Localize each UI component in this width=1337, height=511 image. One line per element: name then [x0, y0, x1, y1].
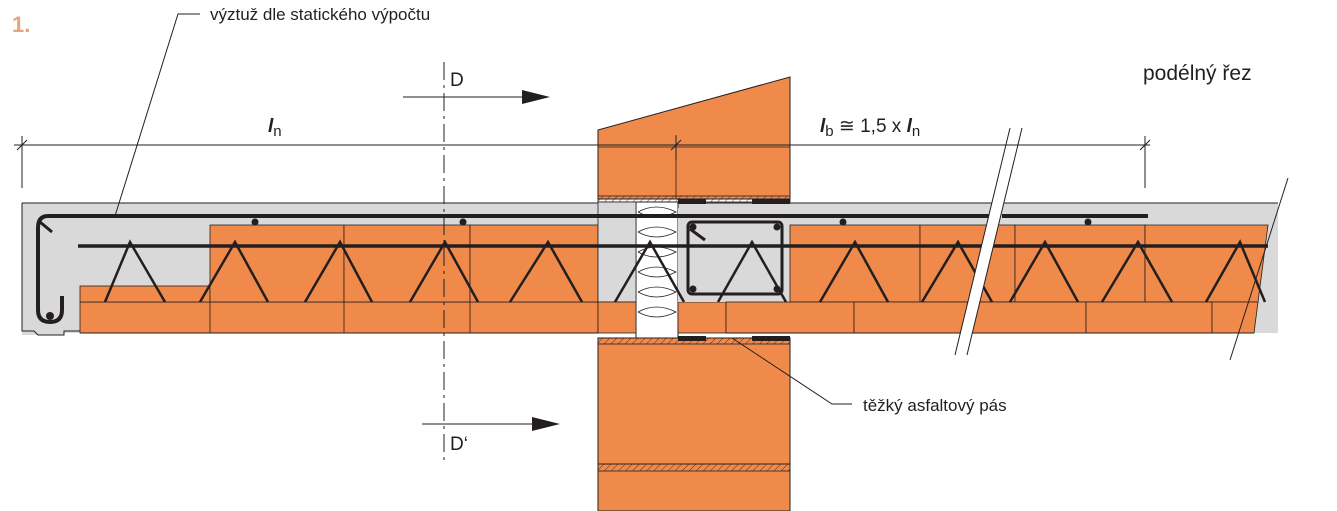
- section-mark-top: D: [450, 70, 464, 91]
- span-dimension-label: ln: [268, 116, 282, 140]
- ceiling-blocks-right: [725, 224, 1269, 334]
- section-line: [403, 62, 560, 462]
- view-label: podélný řez: [1143, 62, 1252, 85]
- figure-number: 1.: [12, 12, 30, 37]
- section-mark-bottom: D‘: [450, 434, 468, 455]
- wall-lower: [597, 337, 791, 511]
- reinforcement-annotation: výztuž dle statického výpočtu: [210, 5, 430, 24]
- reinforcement-bars: [36, 214, 1268, 325]
- break-lines: [954, 127, 1289, 361]
- cantilever-dimension-label: lb ≅ 1,5 x ln: [820, 116, 920, 140]
- leader-lines: [114, 13, 852, 405]
- ring-beam: [678, 208, 790, 302]
- ceiling-blocks-left: [79, 224, 599, 334]
- dimension-lines: [14, 136, 1151, 188]
- asphalt-strip-annotation: těžký asfaltový pás: [863, 396, 1007, 415]
- asphalt-strips: [678, 199, 790, 341]
- wall-upper: [597, 76, 791, 203]
